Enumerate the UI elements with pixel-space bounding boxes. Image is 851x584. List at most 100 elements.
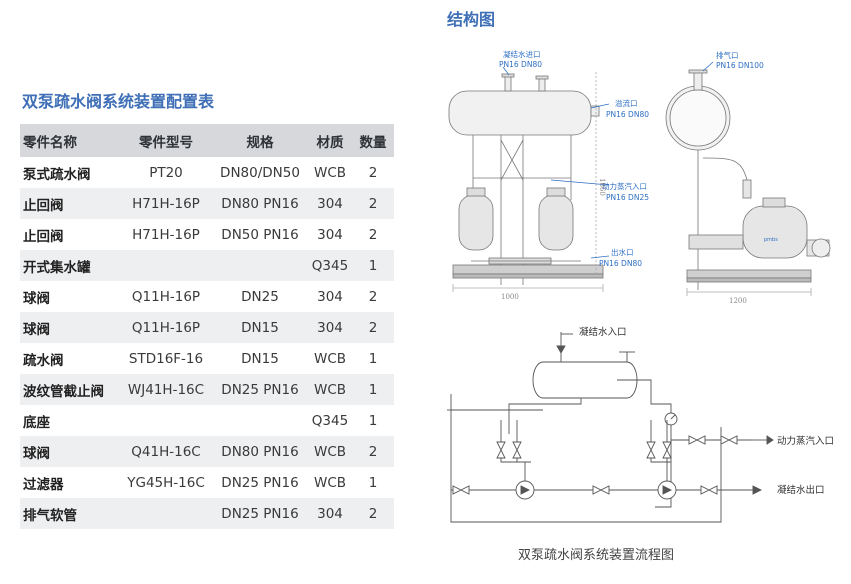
dim-height: 1860 [598,178,606,196]
cell-part-name: 球阀 [20,312,120,343]
cell-quantity: 2 [352,498,394,529]
cell-part-name: 球阀 [23,290,50,307]
cell-quantity: 2 [368,288,378,305]
cell-quantity: 2 [368,226,378,243]
cell-part-name: 过滤器 [23,476,64,493]
cell-material: WCB [313,350,347,367]
cell-part-name: 波纹管截止阀 [20,374,120,405]
cell-part-name: 排气软管 [20,498,120,529]
cell-spec: DN80/DN50 [220,164,300,181]
cell-quantity: 2 [368,164,378,181]
cell-quantity: 2 [352,188,394,219]
cell-part-model: STD16F-16 [128,350,204,367]
cell-part-model: Q11H-16P [131,288,201,305]
label-condensate-out: 凝结水出口 [777,484,825,496]
cell-part-model [120,405,212,436]
table-row: 止回阀 H71H-16P DN50 PN16 304 2 [20,219,394,250]
cell-part-model: H71H-16P [132,226,200,243]
cell-quantity: 1 [368,412,378,429]
cell-material: WCB [313,474,347,491]
cell-part-model: PT20 [149,164,183,181]
label-vent: 排气口 [716,50,739,60]
cell-material: 304 [317,288,343,305]
table-title: 双泵疏水阀系统装置配置表 [22,92,215,111]
table-row: 过滤器 YG45H-16C DN25 PN16 WCB 1 [20,467,394,498]
label-overflow: 溢流口 [615,98,638,108]
cell-quantity: 1 [368,474,378,491]
cell-material: 304 [308,312,352,343]
cell-part-model: Q41H-16C [120,436,212,467]
label-motive-steam-spec: PN16 DN25 [606,193,649,202]
cell-part-name: 泵式疏水阀 [23,166,91,183]
table-row: 泵式疏水阀 PT20 DN80/DN50 WCB 2 [20,157,394,188]
header-quantity: 数量 [352,124,394,157]
header-spec: 规格 [212,124,308,157]
cell-quantity: 1 [352,250,394,281]
cell-quantity: 2 [352,312,394,343]
cell-part-name: 球阀 [20,436,120,467]
flow-caption: 双泵疏水阀系统装置流程图 [518,548,675,563]
label-overflow-spec: PN16 DN80 [606,110,649,119]
structure-title: 结构图 [447,10,496,29]
cell-part-model: YG45H-16C [127,474,205,491]
label-outlet: 出水口 [611,247,634,257]
cell-quantity: 1 [352,374,394,405]
cell-spec: DN50 PN16 [221,226,299,243]
cell-part-name: 止回阀 [23,228,64,245]
structure-drawing: 凝结水进口 PN16 DN80 溢流口 PN16 DN80 动力蒸汽入口 PN1… [448,49,831,305]
dim-width-side: 1200 [729,297,747,305]
side-view [665,61,831,296]
label-condensate-in: 凝结水入口 [579,326,627,338]
pump-brand: pmbs [764,237,778,243]
flow-diagram: 凝结水入口 动力蒸汽入口 [447,326,834,523]
cell-spec: DN25 PN16 [212,498,308,529]
cell-material: Q345 [308,250,352,281]
cell-material: Q345 [311,412,349,429]
cell-quantity: 2 [352,436,394,467]
cell-material: WCB [313,164,347,181]
table-row: 球阀 Q11H-16P DN25 304 2 [20,281,394,312]
cell-spec [212,405,308,436]
valves-right [646,441,672,459]
cell-part-name: 底座 [23,414,50,431]
label-motive-steam-in: 动力蒸汽入口 [777,435,834,447]
collection-tank [532,332,638,399]
cell-material: 304 [308,498,352,529]
label-motive-steam: 动力蒸汽入口 [602,181,647,191]
table-header-row: 零件名称 零件型号 规格 材质 数量 [20,124,394,157]
cell-material: 304 [308,188,352,219]
header-part-model: 零件型号 [120,124,212,157]
front-view [448,66,610,292]
cell-material: WCB [308,374,352,405]
cell-spec: DN80 PN16 [212,436,308,467]
cell-spec: DN80 PN16 [212,188,308,219]
cell-part-name: 止回阀 [20,188,120,219]
cell-part-model: Q11H-16P [120,312,212,343]
pump-line [451,462,763,500]
cell-spec: DN25 [241,288,279,305]
cell-part-model [120,250,212,281]
cell-spec: DN25 PN16 [212,374,308,405]
label-condensate-inlet-spec: PN16 DN80 [499,60,542,69]
cell-spec [212,250,308,281]
cell-spec: DN15 [241,350,279,367]
cell-spec: DN25 PN16 [221,474,299,491]
cell-material: 304 [317,226,343,243]
valves-left [496,441,522,459]
cell-part-model: WJ41H-16C [120,374,212,405]
table-row: 底座 Q345 1 [20,405,394,436]
cell-part-name: 开式集水罐 [20,250,120,281]
label-condensate-inlet: 凝结水进口 [503,49,541,59]
cell-part-model: H71H-16P [120,188,212,219]
cell-part-name: 疏水阀 [23,352,64,369]
header-material: 材质 [308,124,352,157]
dim-width-front: 1000 [501,293,519,301]
cell-spec: DN15 [212,312,308,343]
label-vent-spec: PN16 DN100 [716,61,764,70]
